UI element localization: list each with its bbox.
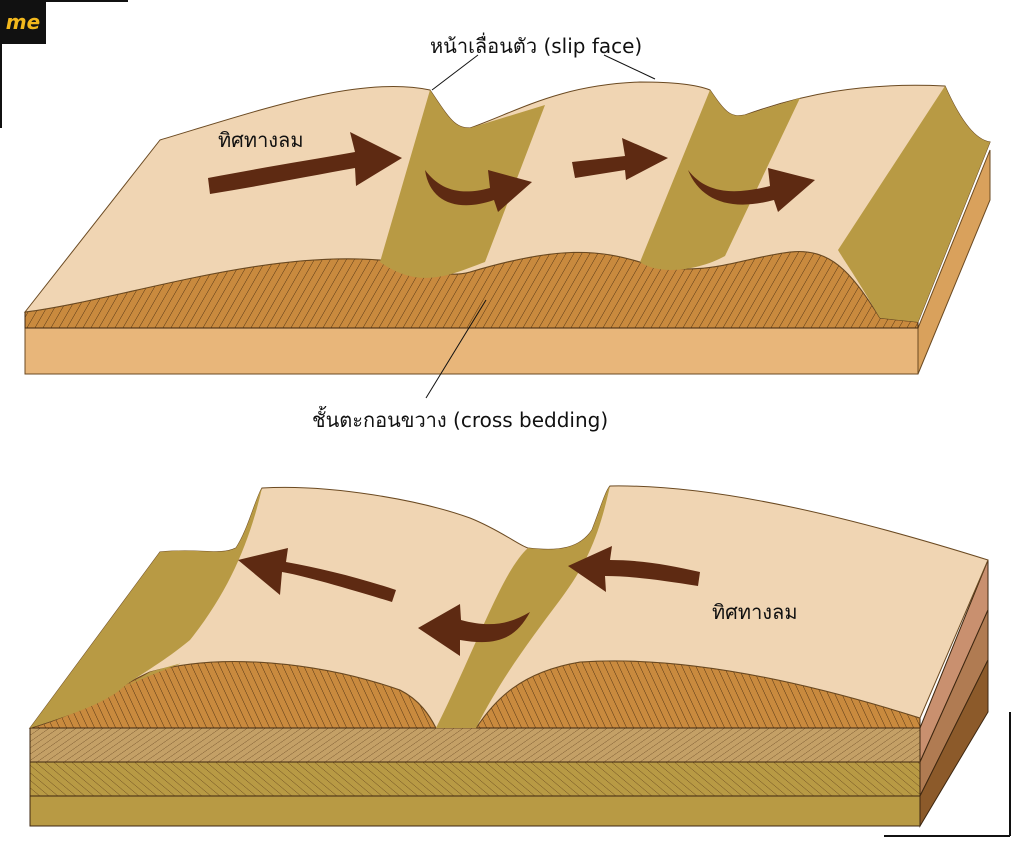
leader-lines-top — [425, 54, 656, 399]
brand-logo: me — [0, 0, 46, 44]
wind-direction-label-top: ทิศทางลม — [218, 128, 304, 152]
wind-arrows-bottom — [238, 546, 700, 656]
slip-face-label: หน้าเลื่อนตัว (slip face) — [430, 34, 643, 58]
cross-bedding-label: ชั้นตะกอนขวาง (cross bedding) — [312, 408, 609, 432]
wind-arrows-top — [208, 132, 815, 212]
top-dune-block — [23, 54, 991, 399]
wind-direction-label-bottom: ทิศทางลม — [712, 600, 798, 624]
bottom-dune-block — [28, 485, 989, 828]
